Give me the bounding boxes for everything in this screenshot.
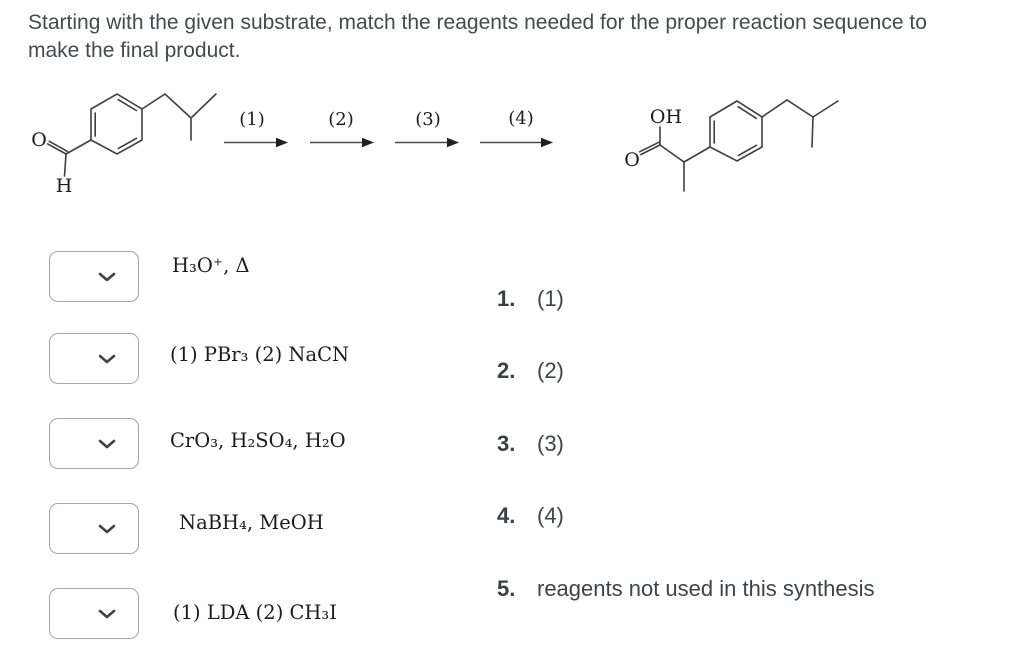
reagent-label-2: (1) PBr₃ (2) NaCN: [170, 343, 350, 366]
answer-option-1: 1. (1): [497, 286, 564, 312]
answer-option-number: 2.: [497, 358, 516, 383]
arrow-1-head: [276, 137, 288, 148]
substrate-aldehyde-hydrogen-label: H: [56, 175, 73, 197]
answer-option-label: (4): [537, 503, 564, 528]
chevron-down-icon: [98, 272, 116, 281]
arrow-3-head: [447, 137, 459, 148]
answer-option-label: (1): [537, 286, 564, 311]
reaction-scheme: O H (1) (2) (3) (4): [31, 92, 839, 197]
chevron-down-icon: [98, 354, 116, 363]
product-carbonyl-oxygen-label: O: [624, 149, 640, 171]
reagent-label-4: NaBH₄, MeOH: [179, 511, 324, 534]
step-2-label: (2): [328, 109, 354, 130]
product-hydroxyl-label: OH: [650, 106, 682, 128]
reagent-select-3[interactable]: [49, 418, 139, 469]
chevron-down-icon: [98, 609, 116, 618]
answer-option-2: 2. (2): [497, 358, 564, 384]
answer-option-number: 3.: [497, 431, 516, 456]
reagent-select-4[interactable]: [49, 503, 139, 554]
reagent-label-5: (1) LDA (2) CH₃I: [173, 601, 337, 624]
step-3-label: (3): [415, 109, 441, 130]
arrow-2-head: [362, 137, 374, 148]
reagent-label-1: H₃O⁺, Δ: [172, 254, 250, 277]
chevron-down-icon: [98, 524, 116, 533]
product-structure: OH O: [624, 99, 839, 192]
answer-option-label: (2): [537, 358, 564, 383]
step-1-label: (1): [239, 109, 265, 130]
answer-option-5: 5. reagents not used in this synthesis: [497, 576, 875, 602]
reagent-label-3: CrO₃, H₂SO₄, H₂O: [170, 429, 346, 452]
chevron-down-icon: [98, 439, 116, 448]
answer-option-number: 5.: [497, 576, 516, 601]
substrate-structure: O H: [31, 92, 217, 197]
answer-option-label: (3): [537, 431, 564, 456]
answer-option-label: reagents not used in this synthesis: [537, 576, 875, 601]
substrate-carbonyl-oxygen-label: O: [31, 129, 47, 151]
answer-option-number: 4.: [497, 503, 516, 528]
reagent-select-5[interactable]: [49, 588, 139, 639]
reagent-select-2[interactable]: [49, 333, 139, 384]
answer-option-4: 4. (4): [497, 503, 564, 529]
step-4-label: (4): [508, 108, 534, 129]
question-prompt: Starting with the given substrate, match…: [28, 11, 927, 62]
answer-option-3: 3. (3): [497, 431, 564, 457]
reaction-arrows: (1) (2) (3) (4): [224, 108, 553, 148]
arrow-4-head: [541, 137, 553, 148]
answer-option-number: 1.: [497, 286, 516, 311]
reagent-select-1[interactable]: [49, 251, 139, 302]
